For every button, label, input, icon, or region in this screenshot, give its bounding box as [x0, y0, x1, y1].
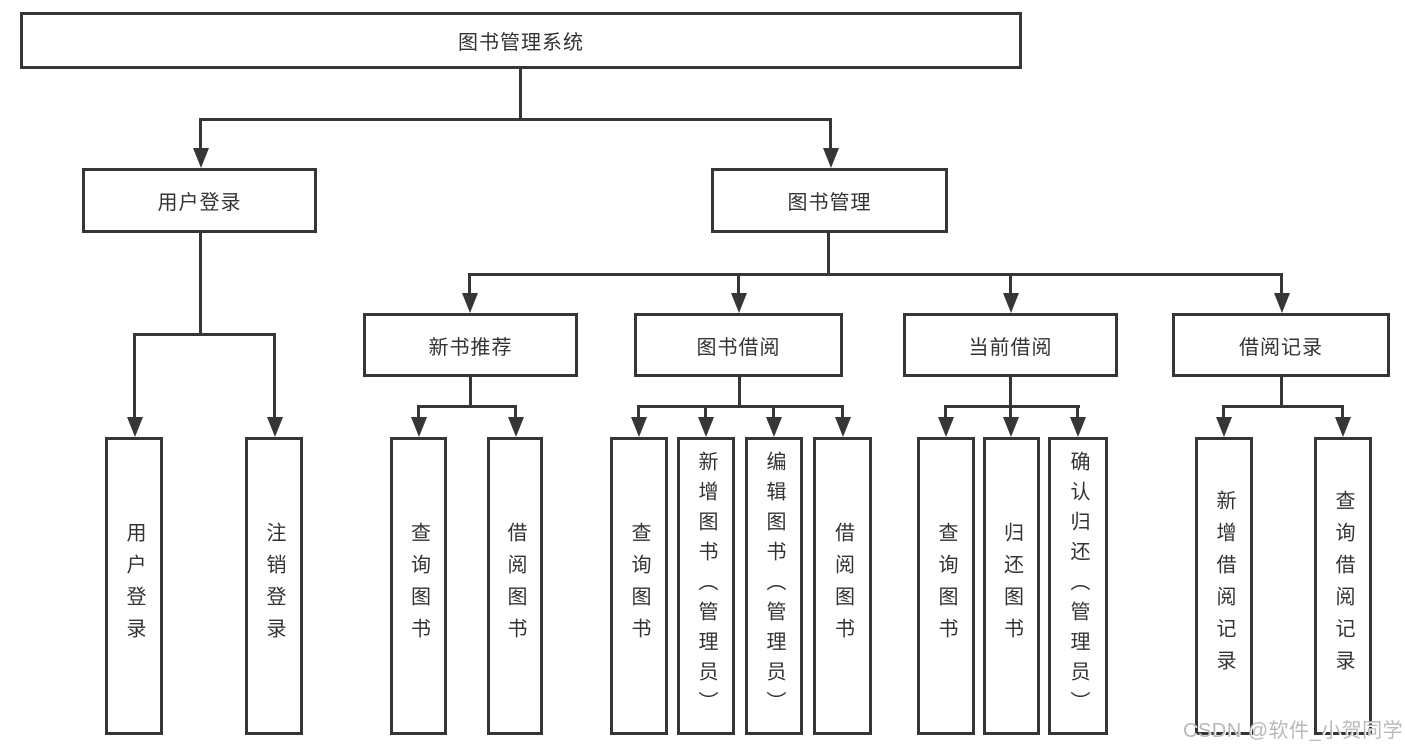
leaf-label: 借阅图书: [504, 522, 526, 650]
leaf-query-books-recommend: 查询图书: [390, 437, 447, 735]
arrow-down-icon: [461, 273, 478, 313]
leaf-label: 查询图书: [628, 522, 650, 650]
branch-bar: [199, 118, 832, 121]
node-borrow-records: 借阅记录: [1172, 313, 1390, 377]
trunk-line: [1009, 377, 1012, 407]
arrow-down-icon: [507, 405, 524, 437]
leaf-label: 查询图书: [935, 522, 957, 650]
leaf-add-borrow-record: 新增借阅记录: [1195, 437, 1253, 735]
branch-bar: [133, 333, 276, 336]
node-root: 图书管理系统: [20, 12, 1022, 69]
leaf-return-book: 归还图书: [983, 437, 1040, 735]
leaf-logout: 注销登录: [245, 437, 303, 735]
leaf-label: 新增图书（管理员）: [695, 451, 717, 721]
trunk-line: [1280, 377, 1283, 407]
branch-bar: [1222, 405, 1344, 408]
arrow-down-icon: [822, 118, 839, 168]
leaf-label: 查询图书: [407, 522, 430, 650]
watermark: CSDN @软件_小贺同学: [1183, 720, 1404, 742]
arrow-down-icon: [126, 333, 143, 437]
trunk-line: [469, 377, 472, 407]
leaf-label: 新增借阅记录: [1213, 490, 1235, 682]
leaf-query-books-current: 查询图书: [917, 437, 975, 735]
trunk-line: [738, 377, 741, 407]
leaf-add-book-admin: 新增图书（管理员）: [677, 437, 735, 735]
node-book-management: 图书管理: [711, 168, 948, 233]
arrow-down-icon: [1069, 405, 1086, 437]
branch-bar: [468, 273, 1283, 276]
leaf-borrow-books-recommend: 借阅图书: [487, 437, 543, 735]
arrow-down-icon: [192, 118, 209, 168]
arrow-down-icon: [1002, 273, 1019, 313]
branch-bar: [417, 405, 517, 408]
trunk-line: [519, 68, 522, 120]
arrow-down-icon: [937, 405, 954, 437]
node-current-borrow: 当前借阅: [903, 313, 1118, 377]
leaf-label: 注销登录: [263, 522, 285, 650]
leaf-confirm-return-admin: 确认归还（管理员）: [1048, 437, 1108, 735]
node-user-login: 用户登录: [82, 168, 317, 233]
node-book-borrow: 图书借阅: [634, 313, 843, 377]
branch-bar: [944, 405, 1080, 408]
leaf-label: 用户登录: [123, 522, 145, 650]
leaf-query-borrow-record: 查询借阅记录: [1314, 437, 1372, 735]
arrow-down-icon: [697, 405, 714, 437]
leaf-label: 确认归还（管理员）: [1067, 451, 1089, 721]
arrow-down-icon: [1215, 405, 1232, 437]
node-new-book-recommend: 新书推荐: [363, 313, 578, 377]
leaf-label: 借阅图书: [831, 522, 854, 650]
leaf-label: 归还图书: [1000, 522, 1023, 650]
arrow-down-icon: [266, 333, 283, 437]
leaf-label: 编辑图书（管理员）: [763, 451, 785, 721]
leaf-label: 查询借阅记录: [1332, 490, 1354, 682]
leaf-user-login: 用户登录: [105, 437, 163, 735]
arrow-down-icon: [730, 273, 747, 313]
leaf-query-books-borrow: 查询图书: [610, 437, 668, 735]
trunk-line: [199, 233, 202, 335]
arrow-down-icon: [1002, 405, 1019, 437]
arrow-down-icon: [630, 405, 647, 437]
arrow-down-icon: [410, 405, 427, 437]
arrow-down-icon: [834, 405, 851, 437]
trunk-line: [827, 233, 830, 275]
arrow-down-icon: [765, 405, 782, 437]
arrow-down-icon: [1273, 273, 1290, 313]
arrow-down-icon: [1334, 405, 1351, 437]
leaf-edit-book-admin: 编辑图书（管理员）: [745, 437, 803, 735]
leaf-borrow-books: 借阅图书: [813, 437, 872, 735]
branch-bar: [637, 405, 844, 408]
